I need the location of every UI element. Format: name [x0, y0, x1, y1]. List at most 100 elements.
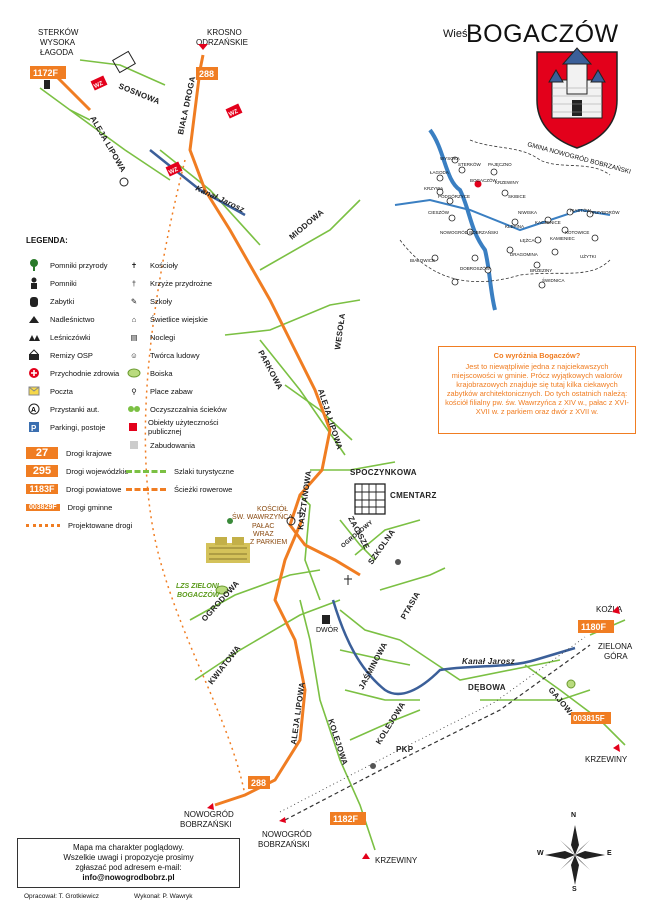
legend-item-clinic: Przychodnie zdrowia [26, 364, 136, 382]
street-sosnowa: SOSNOWA [117, 82, 161, 107]
inset-place-label: KOTOWICE [565, 230, 590, 235]
inset-place-label: ŁĘŻCA [520, 238, 535, 243]
inset-place-label: PRZYBORÓW [590, 210, 620, 215]
monument-icon [26, 276, 42, 290]
inset-place-label: PODGÓRZYCE [438, 194, 471, 199]
road-badges: 288 288 1172F 1180F 1182F 003815F [30, 66, 614, 825]
wz-sign-2: WZ [228, 109, 239, 119]
inset-place-label: WYSOKA [440, 156, 460, 161]
legend-title: LEGENDA: [26, 236, 68, 245]
legend-item-monuments: Pomniki [26, 274, 136, 292]
label-sw-wawrzynca: ŚW. WAWRZYŃCA [232, 512, 293, 521]
village-title: BOGACZÓW [466, 20, 619, 48]
railway-line-parallel [279, 636, 586, 813]
place-krosno: KROSNO [207, 28, 242, 37]
bus-stop-icon: A [26, 402, 42, 416]
railway-line [284, 644, 591, 821]
street-kwiatowa: KWIATOWA [206, 644, 242, 687]
svg-text:P: P [31, 424, 37, 433]
place-gora: GÓRA [604, 652, 628, 661]
legend-item-fire-station: Remizy OSP [26, 346, 136, 364]
badge-1172f: 1172F [33, 68, 59, 78]
forester-lodge-icon [26, 330, 42, 344]
note-line-1: Mapa ma charakter poglądowy. [72, 843, 185, 852]
inset-place-label: DOBROSZÓW [460, 266, 490, 271]
inset-place-label: KAMIENIEC [550, 236, 575, 241]
svg-text:A: A [31, 407, 36, 414]
planned-road [144, 159, 246, 796]
inset-place-label: KLEPINA [505, 224, 525, 229]
sewage-plant-icon [126, 402, 142, 416]
label-dwor: DWÓR [316, 625, 338, 634]
palace-illustration [206, 537, 250, 563]
street-parkowa: PARKOWA [256, 349, 284, 391]
label-wraz: WRAZ [253, 531, 274, 538]
inset-place-label: BRZEZINY [530, 268, 553, 273]
compass-e: E [607, 850, 612, 857]
badge-1182f: 1182F [333, 814, 359, 824]
legend-item-nature-monuments: Pomniki przyrody [26, 256, 136, 274]
street-debowa: DĘBOWA [468, 683, 506, 692]
legend-item-public-buildings: Obiekty użyteczności publicznej [126, 418, 241, 436]
historic-building-icon [26, 294, 42, 308]
inset-place-label: UŻYTKI [580, 254, 597, 259]
credit-prepared: Opracował: T. Grotkiewicz [24, 893, 100, 900]
compass-w: W [537, 850, 544, 857]
street-ptasia: PTASIA [399, 590, 422, 621]
bed-icon: ▤ [130, 332, 138, 342]
place-sterkow: STERKÓW [38, 28, 79, 37]
inset-place-label: BOGACZÓW [470, 178, 497, 183]
label-lzs-zieloni: LZS ZIELONI [176, 583, 220, 590]
legend-item-historic: Zabytki [26, 292, 136, 310]
inset-place-label: BIAŁOWICE [410, 258, 436, 263]
parking-icon: P [26, 420, 42, 434]
inset-place-label: KACZENICE [535, 220, 561, 225]
wz-sign-3: WZ [168, 167, 179, 177]
badge-288-bottom: 288 [251, 778, 266, 788]
school-icon: ✎ [130, 296, 138, 306]
inset-place-label: CIESZÓW [428, 210, 449, 215]
legend-item-folk-artist: ☺Twórca ludowy [126, 346, 241, 364]
canal-jarosz [149, 149, 576, 696]
church-icon: ✝ [130, 260, 138, 270]
post-icon [26, 384, 42, 398]
badge-003815f: 003815F [573, 714, 605, 723]
inset-place-label: DRAGOMINA [510, 252, 538, 257]
roadside-cross-icon: † [131, 278, 137, 288]
community-room-icon: ⌂ [131, 314, 137, 324]
place-lagoda: ŁAGODA [40, 48, 74, 57]
dotted-line-icon [26, 523, 60, 527]
info-text: Jest to niewątpliwie jedna z najciekawsz… [445, 362, 629, 416]
note-line-3: zgłaszać pod adresem e-mail: [75, 863, 182, 872]
place-nowogrod-west: NOWOGRÓD [184, 810, 234, 819]
inset-map [394, 128, 611, 311]
label-z-parkiem: Z PARKIEM [250, 539, 287, 546]
inset-place-label: ŚWIDNICA [542, 278, 565, 283]
bike-path-line-icon [126, 487, 166, 491]
place-bobrzanski-south: BOBRZAŃSKI [258, 840, 310, 849]
playground-icon: ⚲ [131, 386, 137, 396]
contact-email-link[interactable]: info@nowogrodbobrz.pl [82, 873, 175, 882]
badge-288-top: 288 [199, 69, 214, 79]
inset-place-label: NOWOGRÓD BOBRZAŃSKI [440, 230, 499, 235]
inset-place-label: STERKÓW [458, 162, 481, 167]
place-krzewiny-south: KRZEWINY [375, 856, 418, 865]
inset-place-label: PIASTÓW [570, 208, 591, 213]
inset-place-label: PAJĘCZNO [488, 162, 512, 167]
street-spoczynkowa: SPOCZYNKOWA [350, 468, 417, 477]
legend-item-accommodation: ▤Noclegi [126, 328, 241, 346]
street-aleja-lipowa-north: ALEJA LIPOWA [88, 115, 127, 174]
forestry-icon [26, 312, 42, 326]
credit-made: Wykonał: P. Wawryk [134, 893, 193, 900]
label-pkp: PKP [396, 745, 414, 754]
inset-place-label: SKIBICE [508, 194, 526, 199]
legend-bike-paths: Ścieżki rowerowe [126, 480, 241, 498]
map-symbols [44, 44, 620, 859]
inset-place-label: NIWISKA [518, 210, 538, 215]
